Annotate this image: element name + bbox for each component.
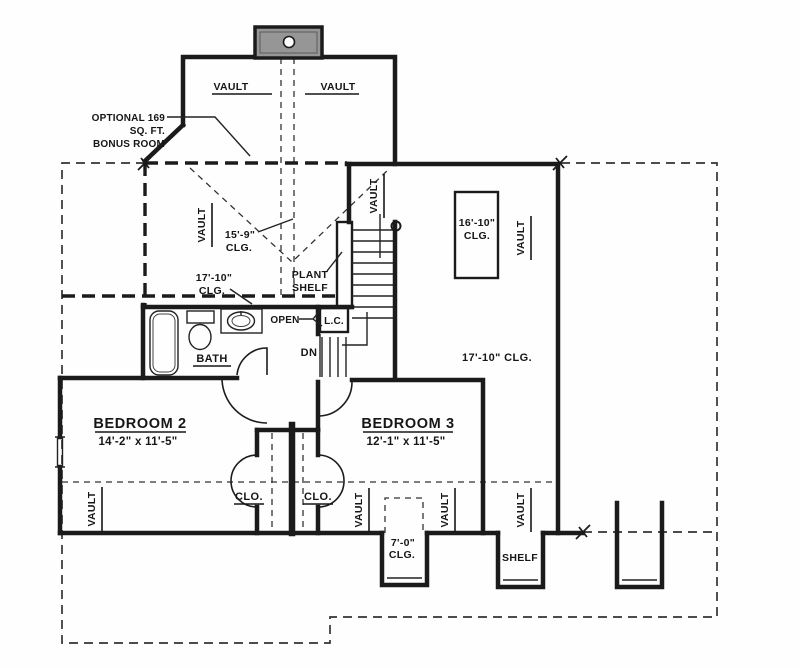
- bedroom2-dims: 14'-2" x 11'-5": [98, 436, 177, 448]
- closet2-label: CLO.: [235, 491, 263, 503]
- dormer-7-0: [379, 530, 430, 588]
- open-leader: [299, 307, 323, 327]
- clg-16-10-line1: 16'-10": [459, 217, 495, 229]
- vault-label-left: VAULT: [214, 81, 249, 93]
- clg-17-10-leader: [229, 288, 253, 305]
- vault-rot-bed3-right: VAULT: [439, 492, 451, 527]
- bonus-room-note: OPTIONAL 169 SQ. FT. BONUS ROOM: [92, 113, 166, 150]
- vault-rot-greatroom: VAULT: [196, 207, 208, 242]
- chimney-box-inner: [259, 31, 318, 54]
- toilet-bowl: [188, 323, 212, 351]
- chimney: [253, 25, 324, 60]
- closet3-label: CLO.: [304, 491, 332, 503]
- vault-rot-bed3-left: VAULT: [353, 492, 365, 527]
- vault-label-right: VAULT: [321, 81, 356, 93]
- optional-wall-lines: [62, 161, 347, 305]
- shelf-label: SHELF: [502, 552, 538, 564]
- bath-door-arc: [236, 347, 268, 376]
- vault-rot-bed2: VAULT: [86, 491, 98, 526]
- bath-label: BATH: [196, 353, 227, 365]
- bathtub-inner: [152, 313, 176, 373]
- plant-shelf-box: [335, 220, 354, 310]
- toilet-tank: [186, 310, 215, 324]
- stair-treads-upper: [352, 229, 393, 319]
- clg-15-9-line2: CLG.: [226, 242, 252, 254]
- clg-15-9-line1: 15'-9": [225, 229, 255, 241]
- section-ticks: [137, 155, 591, 540]
- down-label: DN: [301, 347, 318, 359]
- open-label: OPEN: [270, 315, 299, 326]
- bonus-room-leader: [167, 116, 251, 157]
- dormer-right: [614, 500, 665, 590]
- bathtub: [149, 310, 179, 376]
- bedroom3-name: BEDROOM 3: [361, 416, 454, 432]
- bonus-room-line3: BONUS ROOM: [93, 139, 165, 150]
- stair-handrail: [342, 312, 368, 346]
- plant-shelf-line2: SHELF: [292, 282, 328, 294]
- stair-treads-lower: [321, 337, 347, 377]
- dormer-shelf: [495, 530, 546, 590]
- bedroom3-door-arc: [317, 381, 353, 417]
- clg-17-10-line1: 17'-10": [196, 272, 232, 284]
- bonus-room-line2: SQ. FT.: [130, 126, 165, 137]
- bath-fixtures: [149, 308, 263, 376]
- text-labels: VAULT VAULT OPTIONAL 169 SQ. FT. BONUS R…: [86, 81, 538, 564]
- door-swings: [221, 347, 353, 508]
- vault-rot-attic: VAULT: [515, 492, 527, 527]
- clg-7-0-line2: CLG.: [389, 549, 415, 561]
- bedroom2-name: BEDROOM 2: [93, 416, 186, 432]
- bedroom3-north-east-walls: [349, 377, 486, 536]
- clg-17-10-line2: CLG.: [199, 285, 225, 297]
- chase-16-10: [453, 190, 500, 280]
- rotated-vault-labels: VAULT VAULT VAULT VAULT VAULT VAULT VAUL…: [86, 174, 532, 532]
- vault-rot-east: VAULT: [515, 220, 527, 255]
- staircase: [318, 220, 402, 377]
- bedroom2-door-arc: [221, 377, 268, 424]
- plant-shelf-line1: PLANT: [292, 269, 329, 281]
- clg-7-0-line1: 7'-0": [391, 537, 415, 549]
- upper-and-east-walls: [344, 161, 561, 536]
- ceiling-break-lines: [62, 58, 558, 533]
- clg-16-10-line2: CLG.: [464, 230, 490, 242]
- vault-rot-stairs: VAULT: [368, 178, 380, 213]
- clg-15-9-leader: [257, 218, 294, 233]
- great-room-walls: [180, 54, 398, 167]
- plant-shelf-leader: [326, 251, 343, 272]
- clg-17-10-right: 17'-10" CLG.: [462, 352, 532, 364]
- bonus-room-line1: OPTIONAL 169: [92, 113, 166, 124]
- bedroom2-window: [55, 436, 65, 468]
- roof-outline: [61, 162, 718, 644]
- bedroom3-dims: 12'-1" x 11'-5": [366, 436, 445, 448]
- corner-diagonal-wall: [141, 121, 187, 165]
- linen-closet-label: L.C.: [324, 316, 344, 327]
- closet-front-stubs: [254, 427, 321, 536]
- dormers-windows: [55, 436, 665, 590]
- sink-basin-inner: [231, 315, 251, 327]
- leader-lines: [167, 116, 381, 327]
- chimney-flue-circle: [282, 35, 296, 49]
